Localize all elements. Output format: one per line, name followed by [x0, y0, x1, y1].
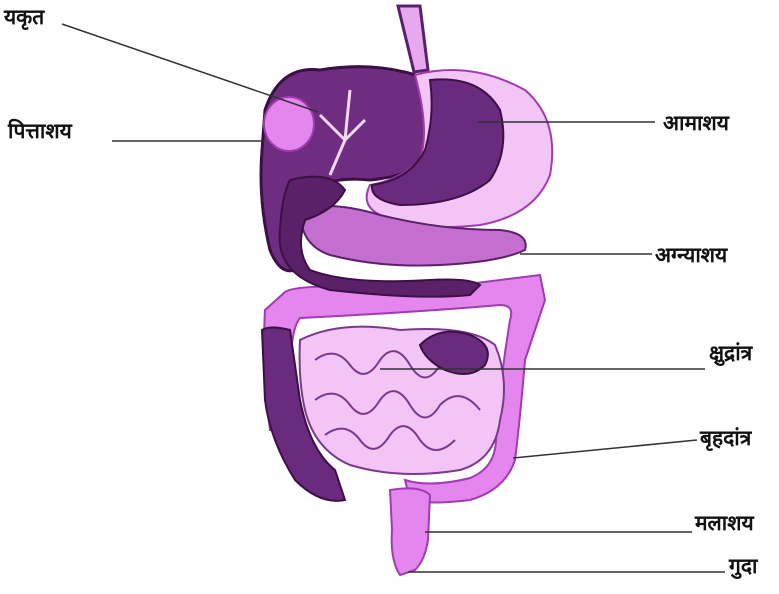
label-anus: गुदा [729, 556, 757, 577]
label-large-intestine: बृहदांत्र [700, 428, 751, 449]
esophagus [398, 6, 428, 72]
leader-large-intestine [513, 440, 697, 458]
small-intestine [300, 327, 504, 474]
label-stomach: आमाशय [663, 113, 729, 134]
gallbladder [264, 97, 314, 151]
label-liver: यकृत [4, 7, 44, 28]
leader-liver [62, 24, 318, 112]
label-pancreas: अग्न्याशय [655, 245, 727, 266]
label-small-intestine: क्षुद्रांत्र [709, 343, 752, 364]
label-gallbladder: पित्ताशय [8, 121, 72, 142]
label-rectum: मलाशय [695, 513, 754, 534]
